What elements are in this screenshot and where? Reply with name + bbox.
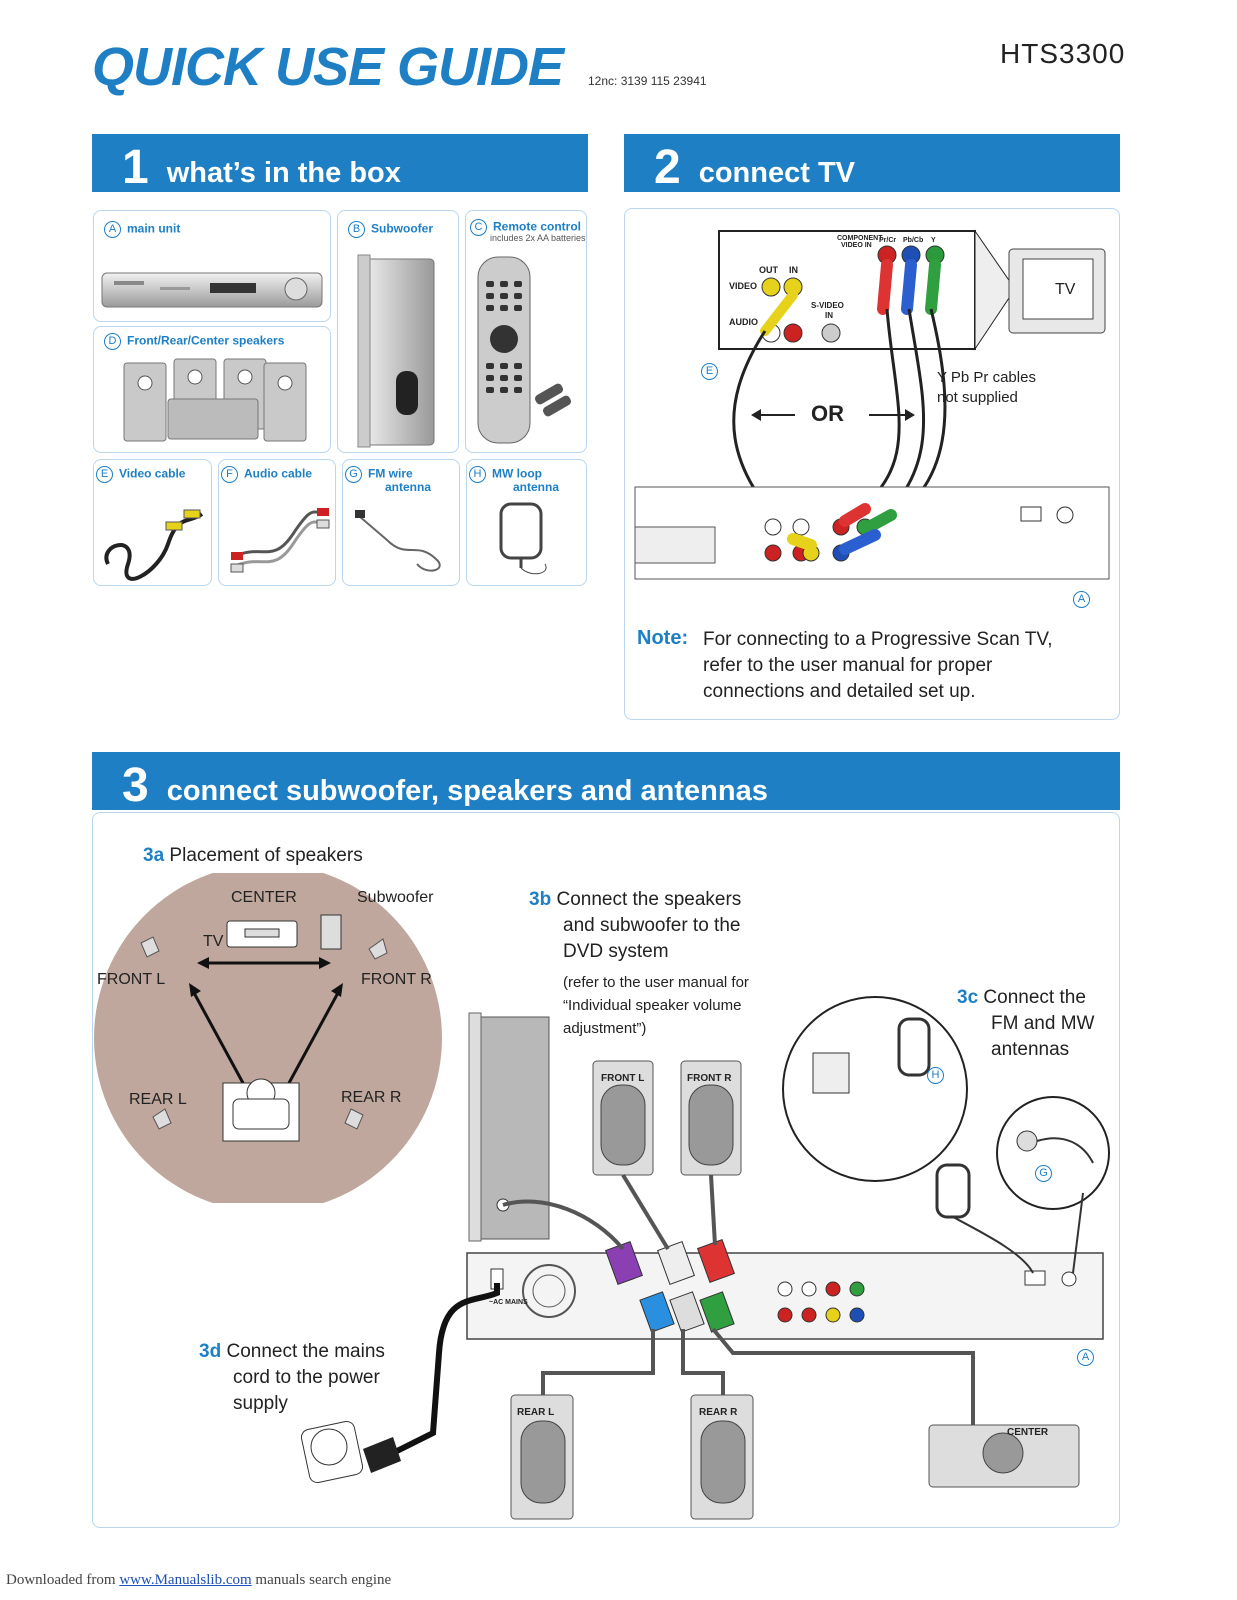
y-label: Y bbox=[931, 237, 936, 244]
step-3a: 3a Placement of speakers bbox=[143, 845, 363, 866]
placement-tv: TV bbox=[203, 933, 224, 950]
step-3c: 3c Connect the FM and MW antennas bbox=[957, 987, 1095, 1060]
item-label: Audio cable bbox=[244, 466, 313, 481]
in-label: IN bbox=[789, 265, 798, 275]
placement-rear-l: REAR L bbox=[129, 1091, 187, 1108]
subwoofer-image bbox=[357, 254, 435, 448]
remote-image bbox=[477, 256, 572, 444]
placement-front-r: FRONT R bbox=[361, 971, 432, 988]
section3-banner: 3 connect subwoofer, speakers and antenn… bbox=[92, 752, 1120, 810]
speaker-front-r-tag: FRONT R bbox=[687, 1073, 732, 1084]
manualslib-link[interactable]: www.Manualslib.com bbox=[119, 1572, 252, 1588]
letter-g: G bbox=[345, 466, 362, 483]
box-item-audio-cable: F Audio cable bbox=[218, 459, 336, 586]
audio-cable-image bbox=[230, 508, 330, 573]
tv-connection-diagram bbox=[634, 229, 1110, 580]
speaker-rear-l-tag: REAR L bbox=[517, 1407, 555, 1418]
step-3b: 3b Connect the speakers and subwoofer to… bbox=[529, 889, 742, 962]
video-label: VIDEO bbox=[729, 281, 758, 291]
placement-front-l: FRONT L bbox=[97, 971, 166, 988]
component-label: COMPONENT bbox=[837, 235, 883, 242]
or-label: OR bbox=[811, 401, 844, 426]
section3-number: 3 bbox=[122, 759, 149, 812]
pr-label: Pr/Cr bbox=[879, 237, 897, 244]
speaker-center-tag: CENTER bbox=[1007, 1427, 1049, 1438]
footer: Downloaded from www.Manualslib.com manua… bbox=[6, 1572, 392, 1588]
section1-banner: 1 what’s in the box bbox=[92, 134, 588, 192]
connect-tv-panel: COMPONENT VIDEO IN Pr/Cr Pb/Cb Y OUT IN … bbox=[624, 208, 1120, 720]
wiring-diagram bbox=[300, 996, 1110, 1520]
cables-note: Y Pb Pr cables bbox=[937, 369, 1036, 386]
cables-note-2: not supplied bbox=[937, 389, 1018, 406]
section3-panel: 3a Placement of speakers CENTER Subwoofe… bbox=[92, 812, 1120, 1528]
main-unit-a-marker: A bbox=[1073, 589, 1096, 608]
note-line: connections and detailed set up. bbox=[703, 681, 976, 702]
antenna-h-marker: H bbox=[927, 1065, 950, 1084]
out-label: OUT bbox=[759, 265, 778, 275]
placement-subwoofer: Subwoofer bbox=[357, 889, 434, 906]
speaker-rear-r-tag: REAR R bbox=[699, 1407, 738, 1418]
placement-center: CENTER bbox=[231, 889, 297, 906]
section2-title: connect TV bbox=[698, 157, 856, 189]
box-item-fm-antenna: G FM wire antenna bbox=[342, 459, 460, 586]
item-label: MW loop bbox=[492, 466, 542, 481]
antenna-g-marker: G bbox=[1035, 1163, 1058, 1182]
mw-antenna-image bbox=[499, 502, 547, 575]
section1-number: 1 bbox=[122, 141, 149, 194]
letter-e: E bbox=[96, 466, 113, 483]
letter-d: D bbox=[104, 333, 121, 350]
guide-title: QUICK USE GUIDE bbox=[92, 37, 564, 97]
svideo-label: S-VIDEO bbox=[811, 301, 844, 310]
item-label: Remote control bbox=[493, 219, 582, 234]
note-line: For connecting to a Progressive Scan TV, bbox=[703, 629, 1053, 650]
item-label: Video cable bbox=[119, 466, 186, 481]
note-label: Note: bbox=[637, 627, 689, 649]
item-label: Subwoofer bbox=[371, 221, 433, 236]
fm-antenna-image bbox=[355, 510, 441, 572]
step-3d: 3d Connect the mains cord to the power s… bbox=[199, 1341, 385, 1414]
box-item-subwoofer: B Subwoofer bbox=[337, 210, 459, 453]
svideo-in-label: IN bbox=[825, 311, 833, 320]
box-item-remote: C Remote control includes 2x AA batteries bbox=[465, 210, 587, 453]
box-item-mw-antenna: H MW loop antenna bbox=[466, 459, 587, 586]
mains-label: ~AC MAINS bbox=[489, 1299, 528, 1306]
letter-b: B bbox=[348, 221, 365, 238]
letter-h: H bbox=[469, 466, 486, 483]
model-number: HTS3300 bbox=[1000, 38, 1126, 69]
section2-number: 2 bbox=[654, 141, 681, 194]
box-item-video-cable: E Video cable bbox=[93, 459, 212, 586]
main-unit-a-marker-3: A bbox=[1077, 1347, 1100, 1366]
tv-label: TV bbox=[1055, 281, 1076, 298]
placement-rear-r: REAR R bbox=[341, 1089, 402, 1106]
video-cable-image bbox=[104, 509, 204, 581]
note-text: For connecting to a Progressive Scan TV,… bbox=[703, 627, 1053, 705]
speaker-placement-diagram bbox=[94, 873, 442, 1203]
box-item-speakers: D Front/Rear/Center speakers bbox=[93, 326, 331, 453]
item-sublabel: includes 2x AA batteries bbox=[490, 233, 586, 243]
item-label-line2: antenna bbox=[513, 480, 560, 494]
letter-a: A bbox=[104, 221, 121, 238]
item-label: Front/Rear/Center speakers bbox=[127, 333, 285, 348]
section3-title: connect subwoofer, speakers and antennas bbox=[166, 775, 768, 807]
nc-code: 12nc: 3139 115 23941 bbox=[588, 74, 707, 88]
main-unit-image bbox=[101, 272, 323, 308]
step-3b-note: (refer to the user manual for “Individua… bbox=[563, 974, 749, 1037]
pb-label: Pb/Cb bbox=[903, 237, 924, 244]
item-label-line2: antenna bbox=[385, 480, 432, 494]
cable-e-marker: E bbox=[701, 361, 724, 380]
section1-title: what’s in the box bbox=[166, 157, 401, 189]
item-label: main unit bbox=[127, 221, 181, 236]
speakers-image bbox=[123, 358, 307, 442]
note-line: refer to the user manual for proper bbox=[703, 655, 993, 676]
item-label: FM wire bbox=[368, 466, 413, 481]
speaker-front-l-tag: FRONT L bbox=[601, 1073, 645, 1084]
section2-banner: 2 connect TV bbox=[624, 134, 1120, 192]
audio-label: AUDIO bbox=[729, 317, 758, 327]
letter-f: F bbox=[221, 466, 238, 483]
video-in-label: VIDEO IN bbox=[841, 242, 872, 249]
letter-c: C bbox=[470, 219, 487, 236]
